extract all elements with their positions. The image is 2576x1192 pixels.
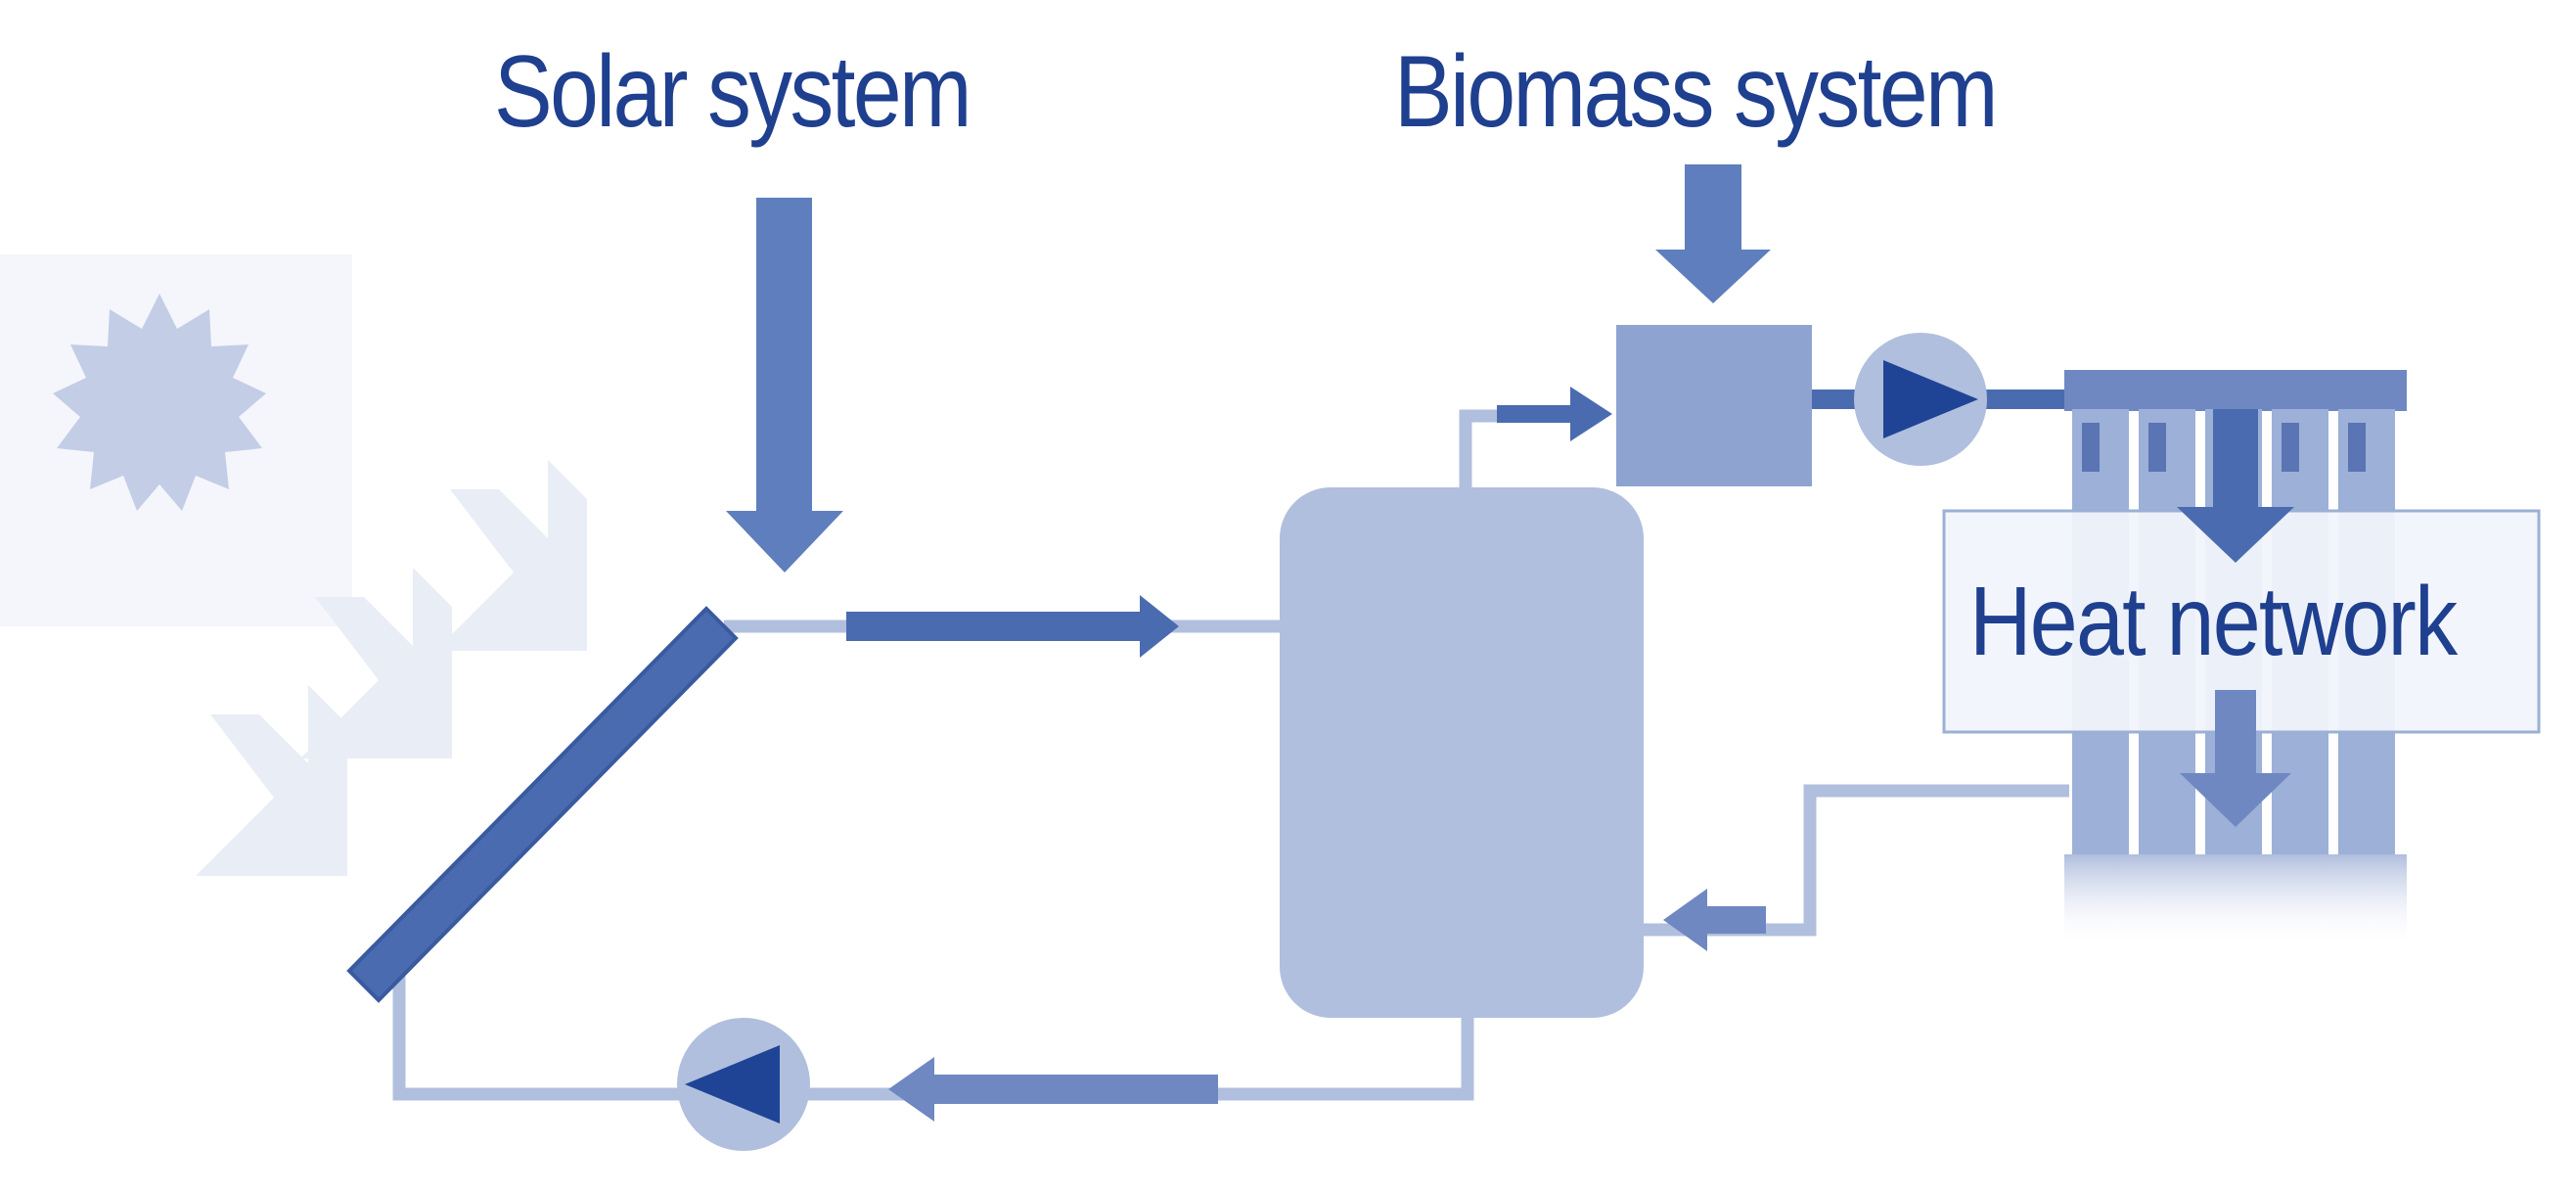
boiler-feed-arrow xyxy=(1497,387,1612,441)
solar-system-title: Solar system xyxy=(494,35,972,149)
biomass-input-arrow xyxy=(1655,164,1771,303)
supply-flow-arrow xyxy=(846,595,1179,658)
pump-icon-biomass xyxy=(1854,333,1987,466)
boiler-icon xyxy=(1616,325,1812,486)
sun-icon xyxy=(53,294,266,511)
storage-tank-icon xyxy=(1280,487,1644,1018)
network-down-arrow-top xyxy=(2177,409,2294,563)
flow-arrow-icon xyxy=(726,164,2294,1122)
solar-collector-icon xyxy=(346,606,739,1003)
pump-icon-solar xyxy=(677,1018,810,1151)
heat-network-title: Heat network xyxy=(1969,567,2458,676)
network-down-arrow-bottom xyxy=(2180,690,2291,827)
sun-rays-icon xyxy=(196,460,587,876)
solar-input-arrow xyxy=(726,198,843,573)
boiler-feed-pipe xyxy=(1459,409,1526,494)
network-return-arrow xyxy=(1663,889,1766,951)
return-flow-arrow xyxy=(888,1057,1218,1122)
pipes xyxy=(392,409,2069,1101)
biomass-system-title: Biomass system xyxy=(1394,35,1999,149)
